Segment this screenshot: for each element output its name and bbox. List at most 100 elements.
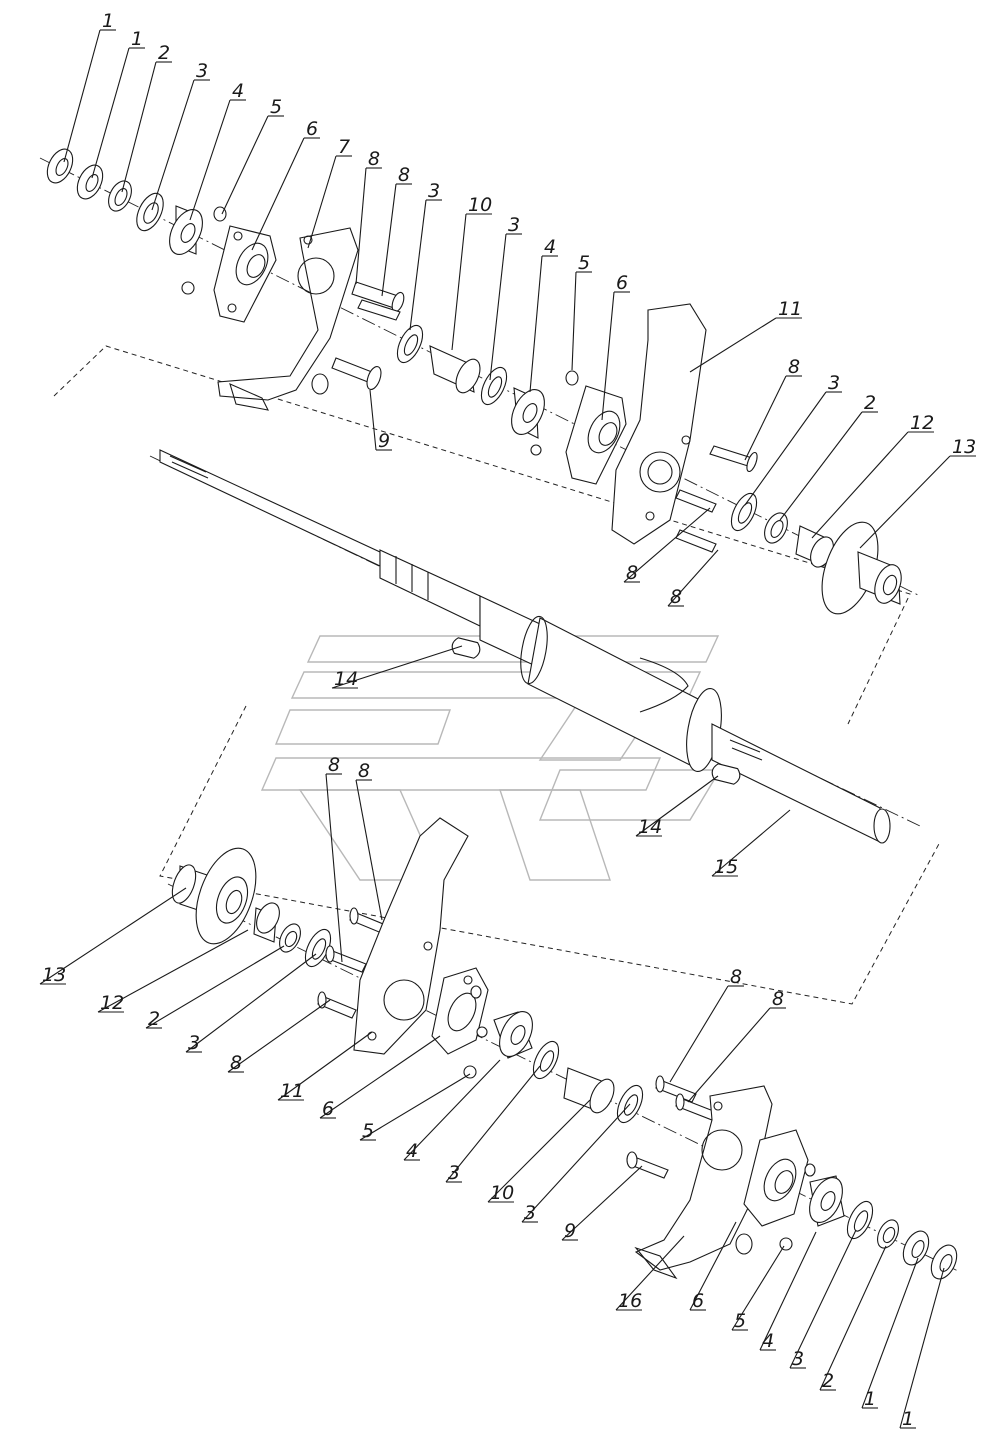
part-2-bushing: [108, 180, 132, 212]
part-5-nut-d: [779, 1237, 793, 1251]
assembly-envelope-lower: [159, 705, 941, 1005]
part-6-flange-housing-a: [213, 225, 277, 323]
callout-label: 1: [864, 1388, 876, 1410]
callout-c3c: 3: [489, 214, 522, 381]
callout-label: 12: [100, 992, 124, 1014]
callout-c9a: 9: [369, 389, 392, 452]
callout-label: 6: [322, 1098, 334, 1120]
callout-leader: [355, 167, 367, 285]
callout-c6b: 6: [601, 272, 630, 421]
callout-label: 4: [762, 1330, 774, 1352]
callout-c14a: 14: [331, 645, 463, 690]
callout-label: 6: [692, 1290, 704, 1312]
callout-c8e: 8: [667, 549, 719, 608]
callout-c12b: 12: [97, 929, 249, 1014]
assembly-envelope-upper: [53, 345, 911, 725]
part-5-nut-a: [181, 206, 227, 295]
part-14-key-b: [711, 763, 741, 785]
callout-c8d: 8: [623, 507, 711, 584]
callout-leader: [409, 199, 427, 331]
part-9-pin-a: [331, 357, 382, 391]
callout-label: 9: [564, 1220, 576, 1242]
part-1-nut-a: [46, 148, 74, 184]
part-2-bushing-d: [877, 1219, 899, 1249]
callout-leader: [687, 1007, 771, 1103]
callout-label: 3: [448, 1162, 460, 1184]
callout-c3f: 3: [445, 1065, 541, 1184]
part-6-flange-housing-c: [431, 967, 489, 1055]
callout-label: 3: [792, 1348, 804, 1370]
callout-leader: [91, 47, 130, 179]
callout-leader: [529, 255, 543, 393]
callout-c6c: 6: [319, 1035, 441, 1120]
callout-leader: [779, 411, 863, 521]
callout-leader: [615, 1235, 685, 1311]
callout-c13a: 13: [859, 436, 976, 549]
callout-leader: [325, 773, 343, 963]
callout-leader: [121, 61, 157, 193]
part-10-spacer-b: [563, 1067, 615, 1114]
callout-label: 11: [280, 1080, 304, 1102]
part-2-bushing-c: [279, 923, 301, 953]
callout-label: 8: [358, 760, 370, 782]
callout-label: 9: [378, 430, 390, 452]
callout-label: 13: [42, 964, 66, 986]
callout-leader: [63, 29, 101, 163]
callout-label: 10: [490, 1182, 514, 1204]
callout-c7: 7: [307, 136, 352, 249]
part-13-hub-b: [171, 847, 257, 945]
callout-label: 4: [232, 80, 244, 102]
callout-label: 4: [406, 1140, 418, 1162]
part-5-nut-c: [463, 1065, 477, 1079]
callout-leader: [39, 887, 187, 985]
callout-label: 3: [508, 214, 520, 236]
callout-label: 1: [131, 28, 143, 50]
callout-leader: [731, 1245, 785, 1331]
callout-leader: [227, 999, 331, 1073]
callout-label: 1: [902, 1408, 914, 1430]
callout-c1a: 1: [63, 10, 116, 163]
callout-c2b: 2: [779, 392, 878, 521]
callout-c9b: 9: [561, 1165, 643, 1242]
callout-c5b: 5: [571, 252, 592, 371]
callout-c10a: 10: [451, 194, 492, 351]
callout-c5c: 5: [359, 1073, 471, 1142]
part-16-mounting-plate-b: [634, 1085, 773, 1280]
callout-label: 14: [638, 816, 662, 838]
callout-leader: [759, 1231, 817, 1351]
part-10-spacer-a: [429, 345, 481, 394]
callout-label: 5: [270, 96, 282, 118]
callout-c8c: 8: [744, 356, 802, 461]
callout-c1d: 1: [899, 1267, 945, 1430]
callout-leader: [151, 79, 195, 211]
callout-leader: [189, 99, 231, 221]
callout-c15: 15: [711, 809, 791, 878]
callout-label: 8: [368, 148, 380, 170]
callout-c1b: 1: [91, 28, 145, 179]
callout-leader: [711, 809, 791, 877]
callout-label: 8: [788, 356, 800, 378]
part-4-bearing-b: [511, 387, 545, 456]
part-13-hub-a: [821, 521, 902, 615]
part-6-flange-housing-d: [743, 1129, 816, 1227]
callout-c10b: 10: [487, 1099, 591, 1204]
callout-label: 16: [618, 1290, 642, 1312]
callout-c3e: 3: [185, 953, 317, 1054]
callout-leader: [403, 1059, 501, 1161]
callout-c11a: 11: [689, 298, 802, 373]
part-4-bearing-a: [169, 205, 203, 255]
callout-leader: [899, 1267, 945, 1429]
callout-label: 5: [362, 1120, 374, 1142]
callout-leader: [635, 775, 719, 837]
callout-c8g: 8: [355, 760, 383, 921]
callout-c3b: 3: [409, 180, 442, 331]
callout-label: 2: [864, 392, 876, 414]
callout-label: 8: [730, 966, 742, 988]
callout-label: 8: [398, 164, 410, 186]
callout-label: 8: [230, 1052, 242, 1074]
callout-c4b: 4: [529, 236, 558, 393]
callout-leader: [97, 929, 249, 1013]
callout-leader: [489, 233, 507, 381]
callout-leader: [359, 1073, 471, 1141]
